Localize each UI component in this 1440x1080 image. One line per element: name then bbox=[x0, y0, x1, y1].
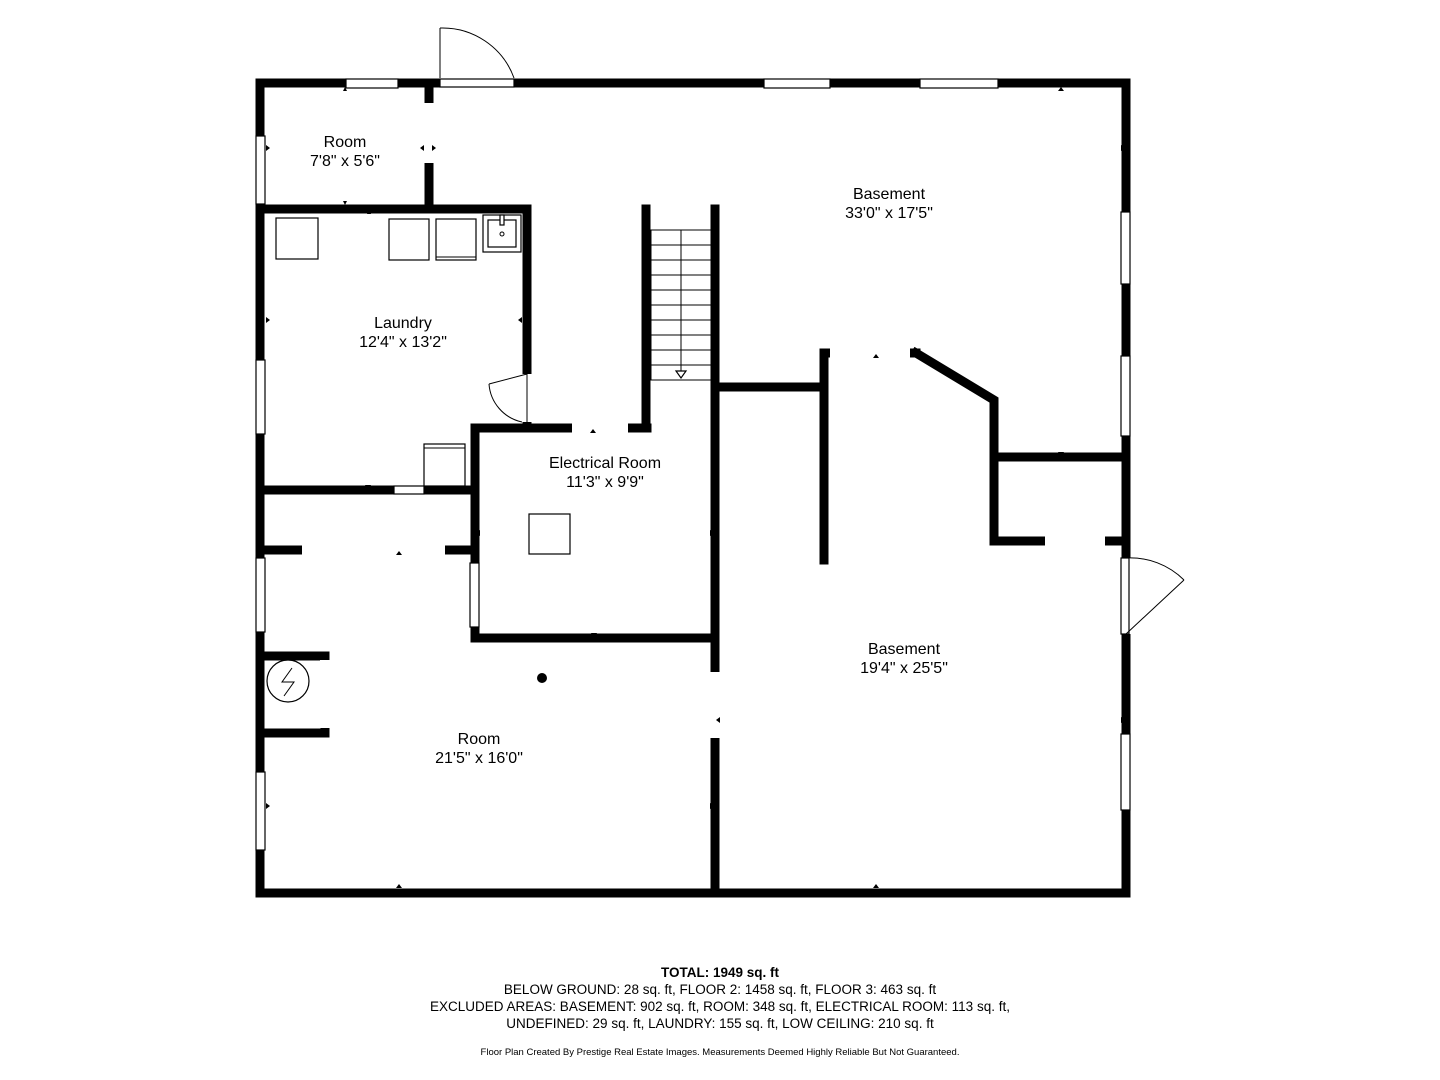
basement-top-name: Basement bbox=[853, 186, 926, 203]
doors bbox=[439, 27, 1185, 635]
door-swing-top bbox=[439, 27, 515, 79]
openings bbox=[302, 103, 1105, 738]
floor-drain-icon bbox=[537, 673, 547, 683]
appliance bbox=[275, 217, 319, 260]
water-heater-icon bbox=[266, 659, 310, 703]
windows bbox=[255, 78, 1131, 851]
cabinet bbox=[423, 443, 466, 487]
room-large-name: Room bbox=[458, 731, 501, 748]
stair-arrow-icon bbox=[674, 370, 688, 380]
basement-bottom-name: Basement bbox=[868, 641, 941, 658]
interior-walls bbox=[255, 78, 1131, 898]
window bbox=[919, 78, 999, 89]
floor-plan: Room 7'8" x 5'6" Basement 33'0" x 17'5" … bbox=[255, 27, 1185, 898]
window bbox=[1120, 211, 1131, 285]
door-swing-laundry bbox=[488, 373, 528, 423]
window bbox=[345, 78, 399, 89]
area-summary: TOTAL: 1949 sq. ft BELOW GROUND: 28 sq. … bbox=[0, 964, 1440, 1061]
washer bbox=[388, 218, 430, 261]
area-line-3: UNDEFINED: 29 sq. ft, LAUNDRY: 155 sq. f… bbox=[506, 1016, 934, 1031]
window bbox=[255, 135, 266, 205]
dryer bbox=[435, 218, 477, 261]
electrical-room-name: Electrical Room bbox=[549, 455, 661, 472]
window bbox=[255, 557, 266, 633]
door-swing-right bbox=[1125, 557, 1185, 635]
electrical-panel bbox=[528, 513, 571, 555]
area-line-1: BELOW GROUND: 28 sq. ft, FLOOR 2: 1458 s… bbox=[503, 982, 937, 997]
basement-top-dims: 33'0" x 17'5" bbox=[845, 205, 933, 222]
stairs bbox=[650, 229, 712, 381]
window bbox=[255, 771, 266, 851]
room-small-name: Room bbox=[324, 134, 367, 151]
fixtures bbox=[266, 214, 571, 703]
total-area: TOTAL: 1949 sq. ft bbox=[660, 965, 780, 980]
room-large-dims: 21'5" x 16'0" bbox=[435, 750, 523, 767]
dimension-markers bbox=[266, 87, 1125, 888]
basement-bottom-dims: 19'4" x 25'5" bbox=[860, 660, 948, 677]
laundry-name: Laundry bbox=[374, 315, 432, 332]
area-line-2: EXCLUDED AREAS: BASEMENT: 902 sq. ft, RO… bbox=[430, 999, 1010, 1014]
laundry-dims: 12'4" x 13'2" bbox=[359, 334, 447, 351]
window bbox=[469, 562, 480, 628]
electrical-room-dims: 11'3" x 9'9" bbox=[566, 474, 644, 491]
credit-text: Floor Plan Created By Prestige Real Esta… bbox=[480, 1047, 960, 1058]
room-labels: Room 7'8" x 5'6" Basement 33'0" x 17'5" … bbox=[310, 134, 948, 767]
window bbox=[1120, 733, 1131, 811]
window bbox=[1120, 355, 1131, 437]
window bbox=[255, 359, 266, 435]
window bbox=[763, 78, 831, 89]
window bbox=[393, 485, 425, 495]
room-small-dims: 7'8" x 5'6" bbox=[310, 153, 380, 170]
